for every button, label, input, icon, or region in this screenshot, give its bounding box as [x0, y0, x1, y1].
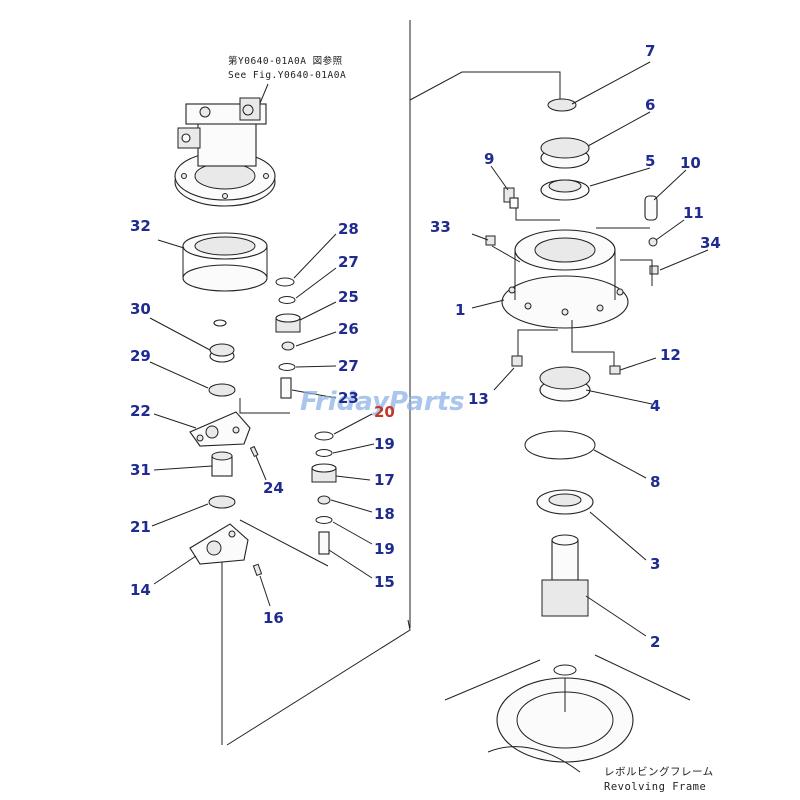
- part-24-pin: [249, 445, 259, 458]
- part-6-bearing: [540, 137, 590, 169]
- part-3-seal: [536, 489, 594, 515]
- revolving-frame-label-japanese: レボルビングフレーム: [604, 765, 714, 778]
- callout-26: 26: [338, 320, 359, 338]
- callout-21: 21: [130, 518, 151, 536]
- part-31-sun-gear: [211, 451, 233, 477]
- part-27-washer-upper: [278, 296, 296, 304]
- callout-32: 32: [130, 217, 151, 235]
- callout-16: 16: [263, 609, 284, 627]
- part-13-leader-frame: [517, 329, 558, 360]
- part-23-shaft: [280, 377, 292, 399]
- part-14-carrier: [189, 523, 249, 565]
- callout-3: 3: [650, 555, 660, 573]
- callout-9: 9: [484, 150, 494, 168]
- part-25-gear: [275, 313, 301, 333]
- callout-17: 17: [374, 471, 395, 489]
- callout-27-upper: 27: [338, 253, 359, 271]
- callout-13: 13: [468, 390, 489, 408]
- callout-6: 6: [645, 96, 655, 114]
- callout-19-upper: 19: [374, 435, 395, 453]
- callout-14: 14: [130, 581, 151, 599]
- callout-30: 30: [130, 300, 151, 318]
- part-13-plug: [511, 355, 523, 367]
- part-19-washer-upper: [315, 449, 333, 457]
- callout-29: 29: [130, 347, 151, 365]
- part-34-leader-frame: [620, 259, 653, 286]
- callout-19-lower: 19: [374, 540, 395, 558]
- callout-15: 15: [374, 573, 395, 591]
- revolving-frame: [444, 654, 691, 773]
- part-26-bearing: [281, 341, 295, 351]
- left-assembly-frame-bottom: [226, 619, 411, 746]
- part-30-gear: [209, 343, 235, 363]
- part-9-leader-frame: [515, 208, 560, 221]
- callout-23: 23: [338, 389, 359, 407]
- callout-10: 10: [680, 154, 701, 172]
- callout-24: 24: [263, 479, 284, 497]
- reference-note-english: See Fig.Y0640-01A0A: [228, 70, 346, 81]
- part-15-leader-frame: [239, 519, 329, 567]
- callout-22: 22: [130, 402, 151, 420]
- part-15-shaft: [318, 531, 330, 555]
- leader-lines: [149, 61, 709, 637]
- part-12-leader-frame: [571, 320, 615, 366]
- part-16-pin: [252, 563, 263, 577]
- callout-7: 7: [645, 42, 655, 60]
- part-12-plug: [609, 365, 621, 375]
- part-10-breather: [644, 195, 658, 221]
- part-29-thrust-washer: [208, 383, 236, 397]
- callout-31: 31: [130, 461, 151, 479]
- watermark-logo: FridayParts: [300, 387, 465, 417]
- callout-34: 34: [700, 234, 721, 252]
- callout-27-lower: 27: [338, 357, 359, 375]
- part-32-ring-gear: [182, 232, 268, 292]
- part-22-carrier: [189, 411, 251, 447]
- swing-motor-illustration: [174, 97, 276, 207]
- part-11-fitting: [648, 237, 658, 247]
- callout-2: 2: [650, 633, 660, 651]
- callout-33: 33: [430, 218, 451, 236]
- small-ring: [213, 319, 227, 327]
- reference-note-japanese: 第Y0640-01A0A 図参照: [228, 55, 343, 67]
- callout-numbers: 7 6 5 9 10 11 33 34 1 12 13 4 8 3 2 32 3…: [130, 42, 721, 651]
- part-7-seal: [547, 98, 577, 112]
- part-23-leader-frame: [239, 398, 290, 414]
- revolving-frame-label-english: Revolving Frame: [604, 781, 706, 793]
- callout-11: 11: [683, 204, 704, 222]
- part-19-washer-lower: [315, 516, 333, 524]
- part-2-pinion-shaft: [541, 534, 589, 617]
- part-28-snap-ring: [275, 277, 295, 287]
- callout-8: 8: [650, 473, 660, 491]
- part-27-washer-lower: [278, 363, 296, 371]
- callout-12: 12: [660, 346, 681, 364]
- callout-4: 4: [650, 397, 660, 415]
- part-1-housing: [501, 229, 629, 329]
- part-17-gear: [311, 463, 337, 483]
- part-20-snap-ring: [314, 431, 334, 441]
- right-assembly-frame-top: [409, 71, 561, 101]
- callout-18: 18: [374, 505, 395, 523]
- callout-5: 5: [645, 152, 655, 170]
- part-33-plug: [485, 235, 496, 246]
- callout-20: 20: [374, 403, 395, 421]
- part-8-o-ring: [524, 430, 596, 460]
- callout-28: 28: [338, 220, 359, 238]
- part-5-bearing-race: [540, 179, 590, 201]
- callout-25: 25: [338, 288, 359, 306]
- callout-1: 1: [455, 301, 465, 319]
- part-21-thrust-washer: [208, 495, 236, 509]
- part-9-elbow-fitting: [503, 187, 519, 209]
- part-4-bearing: [539, 366, 591, 402]
- part-34-plug: [649, 265, 659, 275]
- part-18-bearing: [317, 495, 331, 505]
